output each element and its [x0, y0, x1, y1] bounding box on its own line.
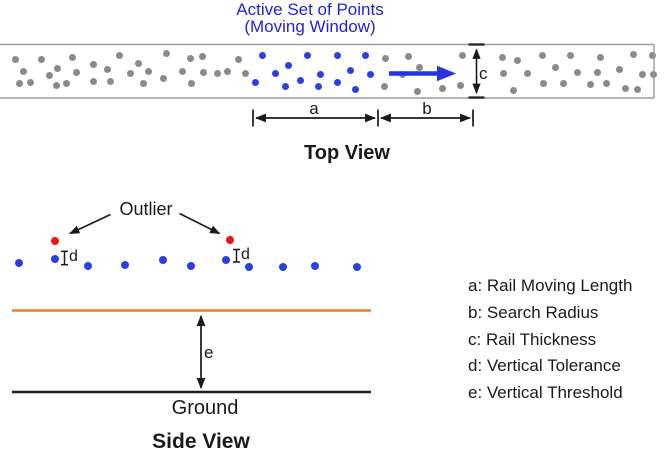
rail-point-dot: [106, 77, 114, 85]
inlier-point-dot: [121, 261, 129, 269]
rail-point-dot: [539, 79, 547, 87]
rail-point-dot: [380, 82, 388, 90]
moving-direction-arrow: [389, 65, 456, 82]
active-point-dot: [333, 51, 341, 59]
active-point-dot: [284, 61, 292, 69]
rail-point-dot: [629, 50, 637, 58]
rail-point-dot: [523, 69, 531, 77]
active-point-dot: [351, 85, 359, 93]
rail-point-dot: [458, 51, 466, 59]
rail-point-dot: [615, 65, 623, 73]
rail-point-dot: [213, 69, 221, 77]
rail-point-dot: [52, 81, 60, 89]
rail-point-dot: [602, 79, 610, 87]
d-tolerance-bracket-left: [61, 250, 68, 266]
rail-band-outline: [0, 43, 655, 99]
active-point-dot: [314, 82, 322, 90]
inlier-point-dot: [51, 255, 59, 263]
rail-point-dot: [559, 79, 567, 87]
rail-point-dot: [413, 87, 421, 95]
rail-point-dot: [498, 53, 506, 61]
rail-point-dot: [199, 68, 207, 76]
rail-point-dot: [37, 55, 45, 63]
rail-point-dot: [72, 68, 80, 76]
active-point-dot: [333, 78, 341, 86]
c-dimension-arrow: [468, 43, 485, 99]
rail-point-dot: [144, 67, 152, 75]
inlier-point-dot: [222, 256, 230, 264]
rail-point-dot: [53, 64, 61, 72]
active-point-dot: [251, 78, 259, 86]
active-point-dot: [281, 82, 289, 90]
rail-point-dot: [62, 79, 70, 87]
rail-point-dot: [513, 56, 521, 64]
inlier-point-dot: [311, 262, 319, 270]
rail-point-dot: [115, 51, 123, 59]
rail-point-dot: [596, 53, 604, 61]
outlier-pointer-left: [69, 213, 111, 235]
rail-point-dot: [456, 81, 464, 89]
rail-point-dot: [621, 84, 629, 92]
rail-point-dot: [134, 59, 142, 67]
rail-point-dot: [178, 67, 186, 75]
active-point-dot: [366, 70, 374, 78]
active-point-dot: [316, 70, 324, 78]
rail-point-dot: [162, 49, 170, 57]
d-tolerance-bracket-right: [233, 248, 240, 263]
rail-point-dot: [241, 69, 249, 77]
rail-point-dot: [648, 51, 656, 59]
active-point-dot: [296, 76, 304, 84]
active-point-dot: [346, 66, 354, 74]
rail-point-dot: [593, 68, 601, 76]
active-point-dot: [303, 51, 311, 59]
rail-point-dot: [186, 54, 194, 62]
ab-dimension-ticks: [252, 109, 474, 127]
rail-point-dot: [438, 84, 446, 92]
rail-point-dot: [139, 79, 147, 87]
rail-point-dot: [404, 52, 412, 60]
rail-point-dot: [89, 60, 97, 68]
inlier-point-dot: [187, 262, 195, 270]
rail-point-dot: [26, 78, 34, 86]
rail-point-dot: [159, 74, 167, 82]
rail-point-dot: [499, 69, 507, 77]
active-point-dot: [361, 51, 369, 59]
rail-point-dot: [649, 70, 657, 78]
rail-point-dot: [538, 51, 546, 59]
outlier-point-dot: [226, 236, 234, 244]
rail-point-dot: [89, 77, 97, 85]
inlier-point-dot: [353, 263, 361, 271]
rail-point-dot: [11, 55, 19, 63]
rail-point-dot: [68, 53, 76, 61]
active-point-dot: [271, 69, 279, 77]
rail-point-dot: [223, 67, 231, 75]
rail-point-dot: [187, 79, 195, 87]
rail-point-dot: [509, 86, 517, 94]
inlier-point-dot: [84, 262, 92, 270]
rail-point-dot: [566, 51, 574, 59]
inlier-point-dot: [15, 259, 23, 267]
outlier-point-dot: [51, 237, 59, 245]
inlier-point-dot: [159, 256, 167, 264]
rail-point-dot: [573, 68, 581, 76]
rail-point-dot: [198, 52, 206, 60]
outlier-pointer-right: [179, 212, 221, 235]
rail-point-dot: [103, 65, 111, 73]
rail-point-dot: [551, 63, 559, 71]
rail-point-dot: [234, 55, 242, 63]
active-point-dot: [258, 51, 266, 59]
rail-point-dot: [126, 69, 134, 77]
inlier-point-dot: [279, 263, 287, 271]
rail-point-dot: [381, 54, 389, 62]
rail-point-dot: [586, 80, 594, 88]
rail-point-dot: [638, 70, 646, 78]
rail-point-dot: [19, 67, 27, 75]
rail-point-dot: [15, 79, 23, 87]
rail-point-dot: [415, 63, 423, 71]
rail-point-dot: [45, 71, 53, 79]
rail-point-dot: [633, 85, 641, 93]
inlier-point-dot: [245, 263, 253, 271]
